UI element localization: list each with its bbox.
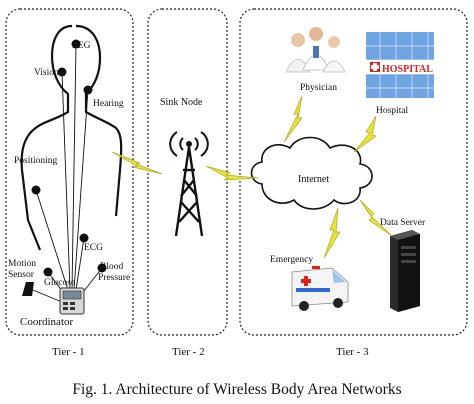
physician-group-icon — [285, 27, 346, 73]
wireless-link-internet-to-hospital — [353, 115, 377, 153]
label-coordinator: Coordinator — [20, 316, 73, 328]
tier1-box — [5, 8, 134, 336]
label-tier-1: Tier - 1 — [52, 346, 85, 358]
sensor-dot-eeg — [71, 39, 81, 49]
sink-node-tower-icon — [169, 131, 209, 157]
wireless-link-internet-to-emergency — [323, 207, 341, 259]
sink-node-tower-frame — [174, 146, 204, 237]
wireless-links — [111, 95, 393, 259]
label-physician: Physician — [300, 83, 337, 93]
tier3-box — [239, 8, 468, 336]
sensor-nodes — [31, 39, 107, 277]
wireless-link-internet-to-physician — [283, 95, 303, 143]
wireless-link-sink-to-internet — [205, 165, 259, 181]
coordinator-device-icon — [59, 287, 85, 315]
sensor-dot-ecg — [79, 233, 89, 243]
sink-node-antenna-dot — [186, 141, 192, 147]
label-glucose: Glucose — [44, 278, 75, 288]
label-sink-node: Sink Node — [160, 97, 203, 108]
hospital-building-icon — [366, 32, 434, 98]
label-ecg: ECG — [84, 243, 103, 253]
ambulance-icon — [291, 266, 349, 311]
label-tier-2: Tier - 2 — [172, 346, 205, 358]
human-body-outline — [20, 24, 123, 251]
label-hospital: Hospital — [376, 106, 409, 116]
hospital-sign-text: HOSPITAL — [382, 64, 433, 75]
motion-sensor-icon — [22, 282, 34, 296]
label-vision: Vision — [34, 68, 59, 78]
label-motion-sensor-line1: Motion — [8, 259, 36, 269]
label-tier-3: Tier - 3 — [336, 346, 369, 358]
label-motion-sensor-line2: Sensor — [8, 270, 35, 280]
tier2-box — [147, 8, 228, 336]
sensor-dot-vision — [57, 67, 67, 77]
wireless-link-internet-to-server — [359, 199, 393, 237]
label-internet: Internet — [298, 174, 329, 185]
wireless-link-tier1-to-sink — [111, 151, 163, 175]
sensor-dot-blood-pressure — [97, 263, 107, 273]
label-blood-pressure-line1: Blood — [100, 262, 123, 272]
sensor-dot-positioning — [31, 185, 41, 195]
label-hearing: Hearing — [93, 99, 124, 109]
label-data-server: Data Server — [380, 218, 426, 228]
label-blood-pressure-line2: Pressure — [98, 273, 130, 283]
sensor-dot-glucose — [43, 267, 53, 277]
figure-caption: Fig. 1. Architecture of Wireless Body Ar… — [72, 381, 401, 398]
internet-cloud-icon — [250, 136, 373, 210]
data-server-icon — [390, 230, 420, 312]
label-emergency: Emergency — [270, 255, 313, 265]
sensor-links — [27, 43, 103, 303]
sensor-dot-hearing — [83, 85, 93, 95]
label-positioning: Positioning — [14, 156, 58, 166]
label-eeg: EEG — [72, 41, 91, 51]
